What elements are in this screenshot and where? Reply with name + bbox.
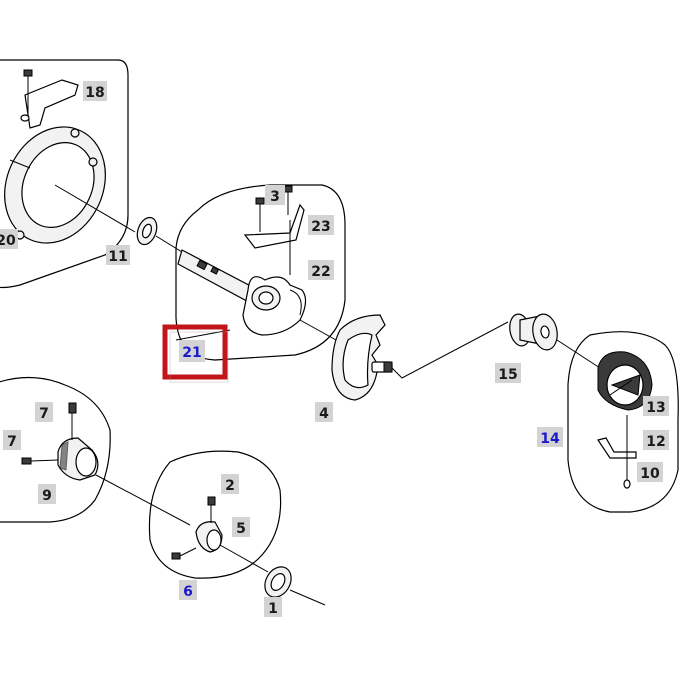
callout-7-upper[interactable]: 7 <box>35 402 53 422</box>
group-outline-top-left <box>0 59 129 289</box>
group-outline-bottom-left <box>0 376 111 523</box>
callout-7-left[interactable]: 7 <box>3 430 21 450</box>
part-3-screws <box>255 185 293 232</box>
group-top-left <box>0 59 136 289</box>
callout-22[interactable]: 22 <box>308 260 334 280</box>
callout-4[interactable]: 4 <box>315 402 333 422</box>
part-12-latch <box>597 415 637 480</box>
callout-12[interactable]: 12 <box>643 430 669 450</box>
group-outline-bottom-center <box>148 450 282 579</box>
callout-14[interactable]: 14 <box>537 427 563 447</box>
svg-text:2: 2 <box>225 478 235 494</box>
callout-5[interactable]: 5 <box>232 517 250 537</box>
part-11-washer <box>136 216 158 246</box>
svg-text:22: 22 <box>311 264 330 280</box>
svg-text:4: 4 <box>319 406 329 422</box>
svg-text:23: 23 <box>311 219 330 235</box>
callout-11[interactable]: 11 <box>106 245 130 265</box>
part-4-rotary-hook <box>331 314 393 401</box>
svg-text:9: 9 <box>42 488 52 504</box>
svg-text:18: 18 <box>85 85 104 101</box>
svg-text:5: 5 <box>236 521 246 537</box>
part-2-screw <box>207 496 216 523</box>
svg-text:12: 12 <box>646 434 665 450</box>
svg-text:3: 3 <box>270 189 280 205</box>
callout-1[interactable]: 1 <box>264 597 282 617</box>
svg-text:20: 20 <box>0 233 16 249</box>
svg-text:6: 6 <box>183 584 193 600</box>
part-13-bobbin-case <box>597 351 653 411</box>
callout-3[interactable]: 3 <box>265 185 285 205</box>
svg-text:11: 11 <box>108 249 127 265</box>
part-20-ring <box>4 126 106 244</box>
part-5-collar <box>195 521 223 553</box>
part-15-bobbin <box>509 313 558 351</box>
svg-text:15: 15 <box>498 367 517 383</box>
svg-text:7: 7 <box>7 434 17 450</box>
part-18-bracket <box>20 69 79 129</box>
group-outline-right <box>567 331 679 513</box>
part-9-bevel-gear <box>57 437 99 481</box>
part-7-set-screws <box>21 402 77 465</box>
group-bottom-center <box>148 450 282 579</box>
callout-10[interactable]: 10 <box>637 462 663 482</box>
callout-15[interactable]: 15 <box>495 363 521 383</box>
part-10-screw <box>623 479 631 489</box>
svg-text:21: 21 <box>182 345 201 361</box>
svg-text:14: 14 <box>540 431 560 447</box>
callout-21-highlighted[interactable]: 21 <box>162 324 229 383</box>
callout-20[interactable]: 20 <box>0 229 18 249</box>
svg-text:13: 13 <box>646 400 665 416</box>
callout-9[interactable]: 9 <box>38 484 56 504</box>
svg-text:10: 10 <box>640 466 660 482</box>
part-23-spring <box>243 203 305 249</box>
svg-text:1: 1 <box>268 601 278 617</box>
callout-23[interactable]: 23 <box>308 215 334 235</box>
callout-6[interactable]: 6 <box>179 580 197 600</box>
group-bottom-left <box>0 376 111 523</box>
callout-2[interactable]: 2 <box>221 474 239 494</box>
group-right <box>567 331 679 513</box>
svg-text:7: 7 <box>39 406 49 422</box>
callout-13[interactable]: 13 <box>643 396 669 416</box>
part-set-screw <box>171 552 181 560</box>
part-22-hook <box>242 276 307 336</box>
callout-18[interactable]: 18 <box>83 81 107 101</box>
part-1-washer <box>264 566 292 598</box>
